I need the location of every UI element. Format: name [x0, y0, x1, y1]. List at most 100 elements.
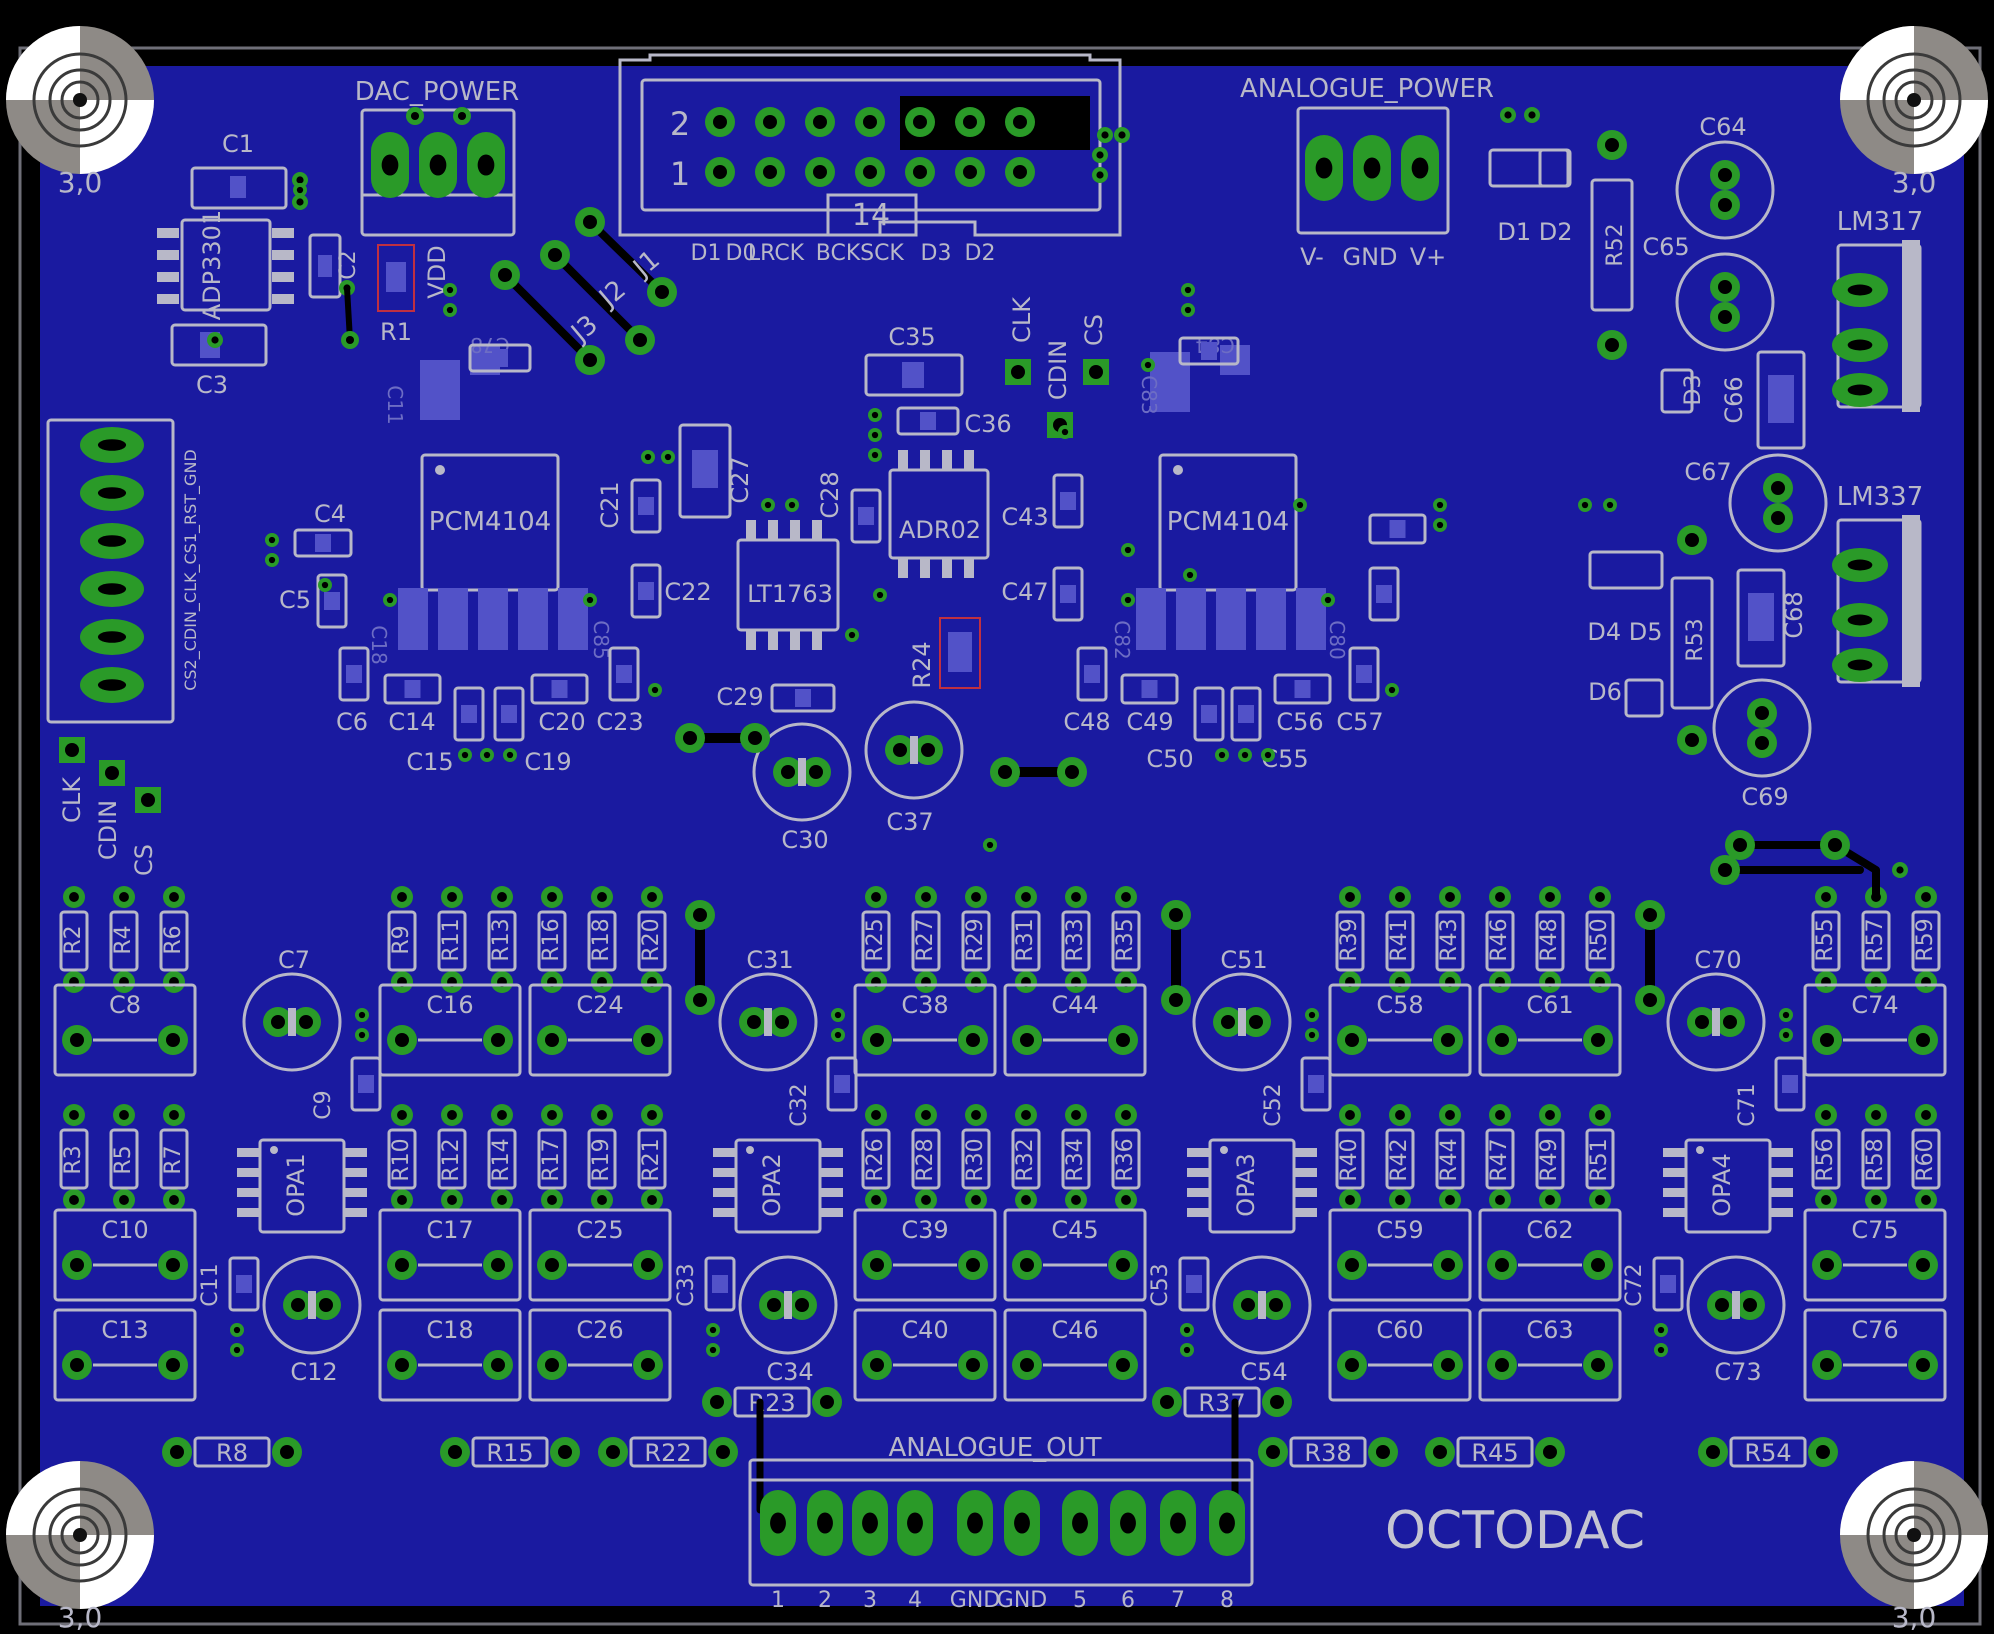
c14-outline-pad [404, 680, 421, 698]
ic-pin [746, 520, 756, 540]
pcm4104-right-label: PCM4104 [1167, 507, 1289, 537]
mounting-hole-label: 3,0 [58, 1601, 103, 1634]
pad-hole [319, 1298, 333, 1312]
c64-label: C64 [1699, 113, 1746, 141]
resistor-label: R33 [1063, 918, 1088, 961]
via-hole [547, 1110, 557, 1120]
elec-cap-top-label: C7 [278, 946, 310, 974]
opamp-body [734, 1138, 822, 1234]
ic-pin [790, 630, 800, 650]
c55-outline [1368, 513, 1427, 545]
via-hole [397, 1110, 407, 1120]
c14-outline [383, 673, 442, 705]
header-row-1: 1 [670, 155, 690, 193]
c20-outline-pad [551, 680, 568, 698]
resistor-body [961, 1128, 991, 1190]
via-hole [597, 1195, 607, 1205]
resistor-body [1435, 910, 1465, 972]
via-hole [1071, 1110, 1081, 1120]
via-hole [1495, 1195, 1505, 1205]
ic-pin [237, 1208, 259, 1217]
resistor-body [1111, 1128, 1141, 1190]
pad-hole [1723, 1015, 1737, 1029]
c22-outline-pad [638, 582, 654, 600]
analogue-out-pin-label: 6 [1121, 1588, 1135, 1613]
resistor-body [109, 910, 139, 972]
film-cap-label: C62 [1526, 1216, 1573, 1244]
small-cap [350, 1056, 382, 1112]
pad-hole [1718, 198, 1732, 212]
pad-hole [1591, 1358, 1605, 1372]
via-hole [1121, 1195, 1131, 1205]
c20-outline [530, 673, 589, 705]
ic-pin [1771, 1148, 1793, 1157]
resistor-label: R32 [1013, 1138, 1038, 1181]
mounting-hole-center [73, 1528, 87, 1542]
c47-outline [1120, 673, 1179, 705]
c37-circle-plate [910, 736, 918, 764]
c65-circle [1675, 252, 1775, 352]
resistor-body [387, 910, 417, 972]
c42-outline-pad [1060, 585, 1076, 603]
pad-hole [448, 1445, 462, 1459]
resistor-body [911, 910, 941, 972]
via-hole [1921, 892, 1931, 902]
mounting-hole-quadrant [80, 100, 154, 174]
via-hole [233, 1326, 241, 1334]
via-hole [1395, 892, 1405, 902]
film-cap-label: C39 [901, 1216, 948, 1244]
resistor-label: R6 [161, 925, 186, 954]
via-hole [461, 751, 469, 759]
analogue-power-outline [1296, 106, 1450, 235]
pad-hole [1718, 310, 1732, 324]
via-hole [296, 198, 304, 206]
small-cap [826, 1056, 858, 1112]
small-cap-pad [1308, 1075, 1324, 1093]
mounting-hole-ring [1866, 52, 1962, 148]
c82-label: C82 [1110, 620, 1134, 659]
pad-hole [1916, 1358, 1930, 1372]
elec-cap-bottom-label: C54 [1240, 1358, 1287, 1386]
ic-pin [1295, 1208, 1317, 1217]
c28-outline-pad [858, 507, 874, 525]
pad-hole [1828, 838, 1842, 852]
pad-hole [921, 743, 935, 757]
pad-hole [1441, 1258, 1455, 1272]
film-cap-label: C60 [1376, 1316, 1423, 1344]
analogue-power-pin-label: V+ [1410, 243, 1447, 271]
ic-pin [1295, 1188, 1317, 1197]
smd-pad [1220, 345, 1250, 375]
c35-label: C35 [888, 323, 935, 351]
smd-pad [1216, 588, 1246, 650]
mounting-hole-ring [60, 80, 100, 120]
pad-hole [1065, 765, 1079, 779]
pad-hole [429, 154, 447, 176]
ic-pin [812, 630, 822, 650]
pad-hole [1755, 706, 1769, 720]
bottom-resistor-body [193, 1436, 271, 1468]
via-hole [1395, 1195, 1405, 1205]
c48-outline-pad [1201, 705, 1217, 723]
pad-hole [1120, 1512, 1136, 1534]
resistor-body [437, 1128, 467, 1190]
pad-hole [97, 487, 127, 499]
film-cap-outline [528, 983, 672, 1077]
c35-pad [902, 362, 924, 388]
resistor-body [1535, 1128, 1565, 1190]
ic-pin [942, 558, 952, 578]
via-hole [1121, 1110, 1131, 1120]
via-hole [1345, 892, 1355, 902]
pad-hole [1345, 1358, 1359, 1372]
small-cap [1300, 1056, 1332, 1112]
analogue-out-pin-label: 7 [1171, 1588, 1185, 1613]
resistor-body [59, 910, 89, 972]
via-hole [1896, 866, 1904, 874]
elec-cap-bottom-plate [1258, 1291, 1266, 1319]
ic-pin [964, 558, 974, 578]
c2-pad [318, 255, 332, 277]
film-cap-label: C74 [1851, 991, 1898, 1019]
via-hole [1445, 1195, 1455, 1205]
smd-pad [1256, 588, 1286, 650]
bottom-resistor-label: R22 [644, 1439, 691, 1467]
resistor-label: R31 [1013, 918, 1038, 961]
